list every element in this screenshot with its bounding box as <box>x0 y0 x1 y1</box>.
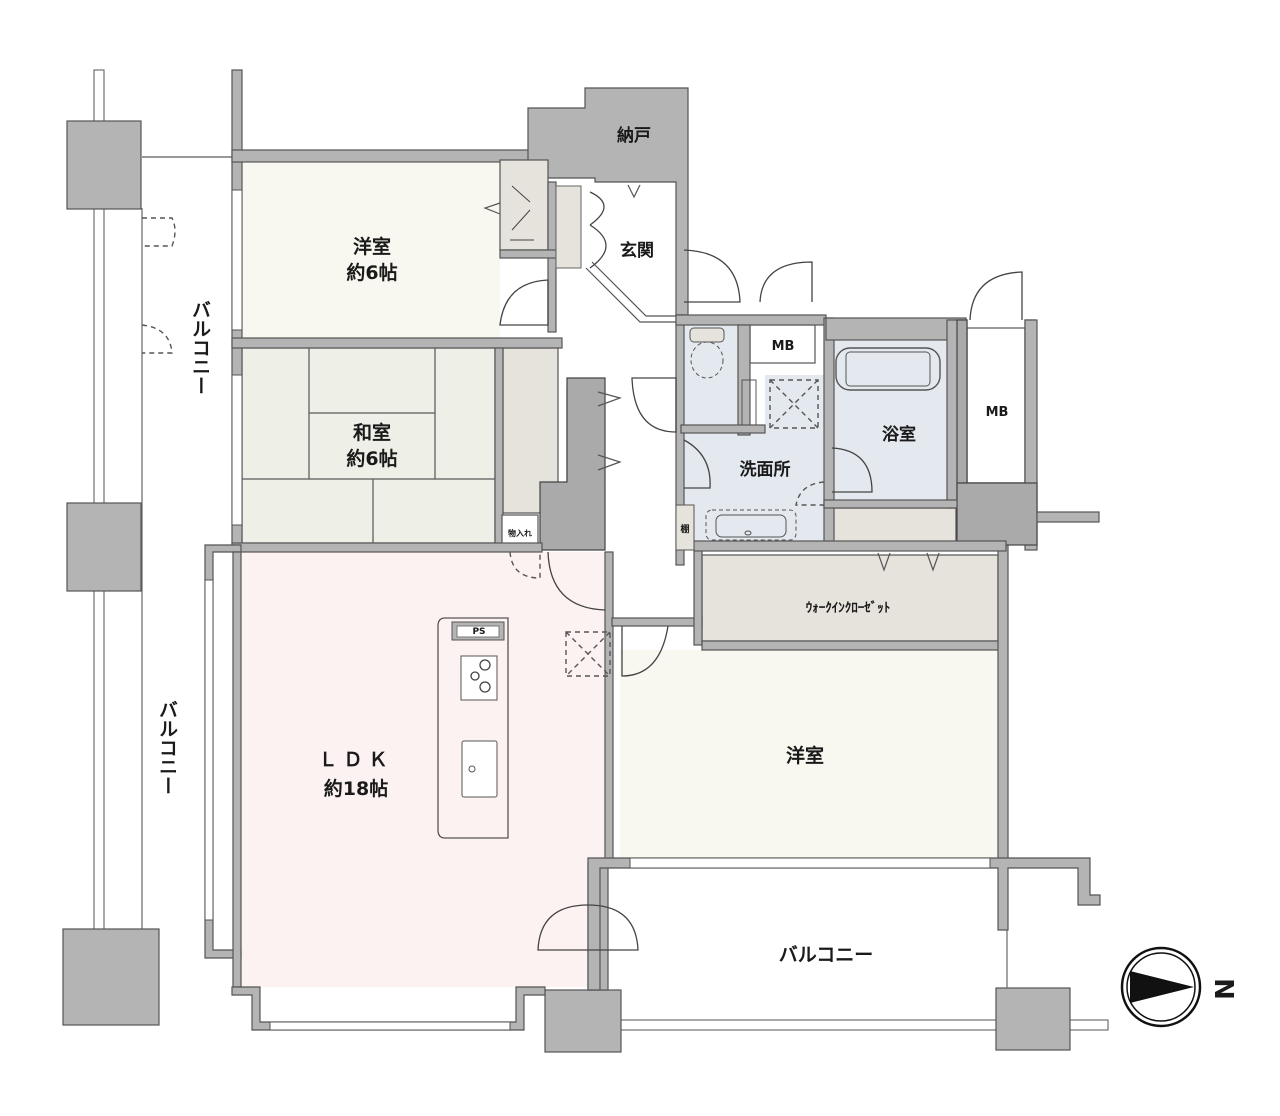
meter-box-1-label: MB <box>772 339 795 354</box>
west-balcony-railing <box>62 69 232 1026</box>
western-room-2-floor <box>620 650 998 858</box>
japanese-room-floor <box>241 347 496 544</box>
west-upper-balcony-label: バルコニー <box>189 300 211 395</box>
entrance-label: 玄関 <box>620 240 654 261</box>
meter-box-1 <box>749 324 816 364</box>
western-room-1-size: 約6帖 <box>346 261 397 284</box>
bathtub <box>835 347 941 391</box>
toilet-fixture <box>689 327 725 379</box>
meter-box-2-label: MB <box>986 405 1009 420</box>
western-room-1-label: 洋室 <box>353 235 391 258</box>
kitchen-counter <box>437 617 509 839</box>
west-lower-balcony-label: バルコニー <box>156 700 178 795</box>
washing-machine-pan <box>769 379 819 429</box>
south-balcony-label: バルコニー <box>779 944 874 966</box>
north-arrow-icon <box>1120 946 1202 1028</box>
storeroom-label: 納戸 <box>617 125 651 146</box>
doors <box>483 184 1023 951</box>
ldk-floor <box>241 552 605 987</box>
washroom-floor <box>681 433 824 541</box>
japanese-room-label: 和室 <box>353 421 391 444</box>
shelf-label: 棚 <box>680 523 689 535</box>
walls <box>204 69 1101 1031</box>
walk-in-closet-floor <box>701 554 999 642</box>
western-room-2-label: 洋室 <box>786 744 824 767</box>
small-closet-label: 物入れ <box>508 528 532 538</box>
walk-in-closet-label: ｳｫｰｸｲﾝｸﾛｰｾﾞｯﾄ <box>806 600 891 616</box>
toilet-sink <box>741 379 757 426</box>
bathroom-floor <box>832 340 947 500</box>
refrigerator-space <box>565 631 611 677</box>
japanese-room-size: 約6帖 <box>346 447 397 470</box>
meter-box-2 <box>966 327 1026 484</box>
vanity-sink <box>705 509 797 541</box>
ldk-size: 約18帖 <box>324 777 388 800</box>
western-room-1-floor <box>242 163 500 338</box>
compass-north-label: N <box>1208 978 1238 1000</box>
washroom-label: 洗面所 <box>740 459 791 480</box>
bathroom-label: 浴室 <box>882 424 916 445</box>
ldk-label: ＬＤＫ <box>318 749 393 771</box>
pipe-space-label: PS <box>472 627 485 637</box>
linen-shelf <box>831 507 957 545</box>
south-balcony-railing <box>544 930 1109 1053</box>
